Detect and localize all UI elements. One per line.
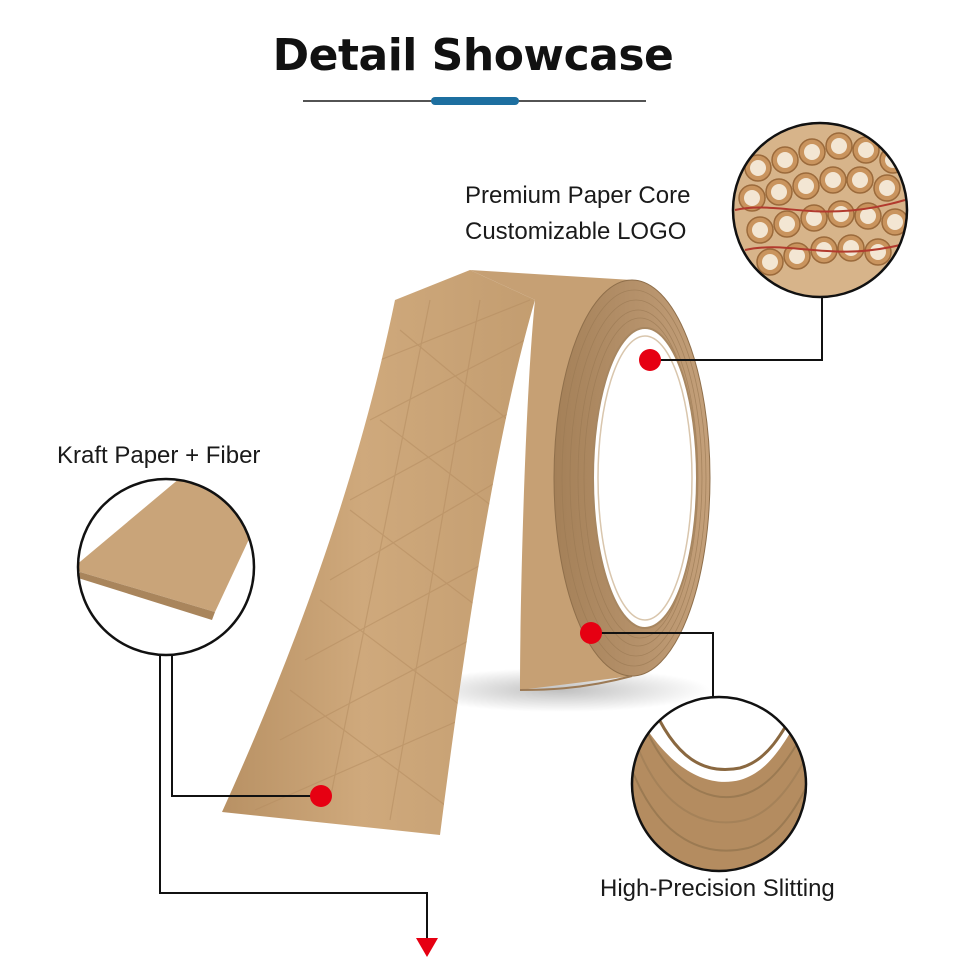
fiber-pattern — [254, 299, 531, 821]
slitting-marker-dot — [580, 622, 602, 644]
markers — [310, 349, 661, 957]
core-marker-dot — [639, 349, 661, 371]
title-accent-bar — [431, 97, 519, 105]
paper-core-label-line2: Customizable LOGO — [465, 218, 687, 245]
paper-core-label: Premium Paper Core Customizable LOGO — [465, 178, 690, 250]
connector-lines — [159, 297, 823, 940]
core-connector — [650, 297, 823, 361]
page-title: Detail Showcase — [272, 30, 674, 81]
kraft-marker-dot — [310, 785, 332, 807]
kraft-paper-label: Kraft Paper + Fiber — [57, 442, 261, 469]
paper-core-zoom — [731, 121, 909, 299]
kraft-paper-zoom — [76, 477, 256, 657]
down-arrow-icon — [416, 938, 438, 957]
roll-shadow — [410, 668, 710, 712]
title-divider — [303, 97, 646, 105]
slitting-zoom — [630, 695, 808, 873]
tape-roll-image — [222, 270, 711, 835]
down-connector — [159, 655, 428, 940]
kraft-connector — [171, 655, 321, 797]
slitting-connector — [591, 632, 714, 697]
slitting-label: High-Precision Slitting — [600, 875, 835, 902]
paper-core-label-line1: Premium Paper Core — [465, 182, 691, 209]
